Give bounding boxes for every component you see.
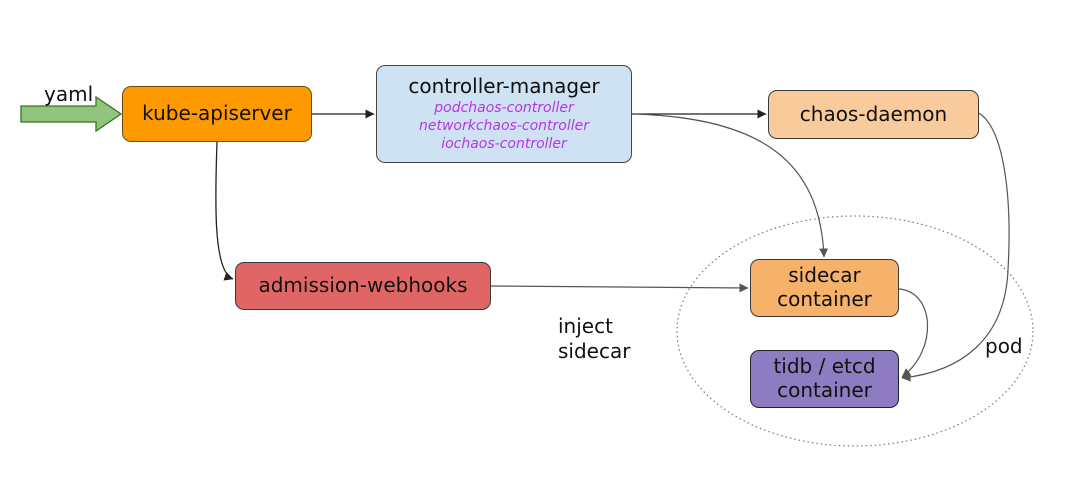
controller-manager-node: controller-manager podchaos-controller n… <box>376 65 632 163</box>
yaml-input-arrow <box>20 95 123 133</box>
controller-manager-label: controller-manager <box>408 73 600 98</box>
yaml-label: yaml <box>44 82 94 106</box>
edge-sidecar-to-tidb <box>898 288 929 378</box>
iochaos-controller-label: iochaos-controller <box>441 135 567 152</box>
podchaos-controller-label: podchaos-controller <box>434 99 574 116</box>
chaos-daemon-label: chaos-daemon <box>799 101 948 126</box>
networkchaos-controller-label: networkchaos-controller <box>418 117 589 134</box>
admission-webhooks-node: admission-webhooks <box>235 262 491 310</box>
chaos-daemon-node: chaos-daemon <box>768 90 979 139</box>
tidb-container-node: tidb / etcd container <box>750 350 899 408</box>
edge-controller-to-sidecar <box>633 113 829 258</box>
sidecar-container-line1: sidecar <box>788 263 861 288</box>
edge-apiserver-to-webhooks <box>215 141 234 281</box>
kube-apiserver-node: kube-apiserver <box>122 86 312 142</box>
sidecar-container-line2: container <box>777 287 872 311</box>
inject-sidecar-line1: inject <box>558 314 613 338</box>
inject-sidecar-line2: sidecar <box>558 339 631 363</box>
admission-webhooks-label: admission-webhooks <box>258 273 468 298</box>
sidecar-container-node: sidecar container <box>750 259 899 317</box>
pod-label: pod <box>985 334 1023 358</box>
edge-webhooks-to-sidecar <box>490 283 749 293</box>
tidb-container-line2: container <box>777 378 872 402</box>
tidb-container-line1: tidb / etcd <box>773 354 876 379</box>
inject-sidecar-label: inject sidecar <box>558 314 630 364</box>
pod-boundary <box>676 215 1034 447</box>
kube-apiserver-label: kube-apiserver <box>142 101 292 126</box>
edge-daemon-to-tidb <box>901 112 1010 382</box>
